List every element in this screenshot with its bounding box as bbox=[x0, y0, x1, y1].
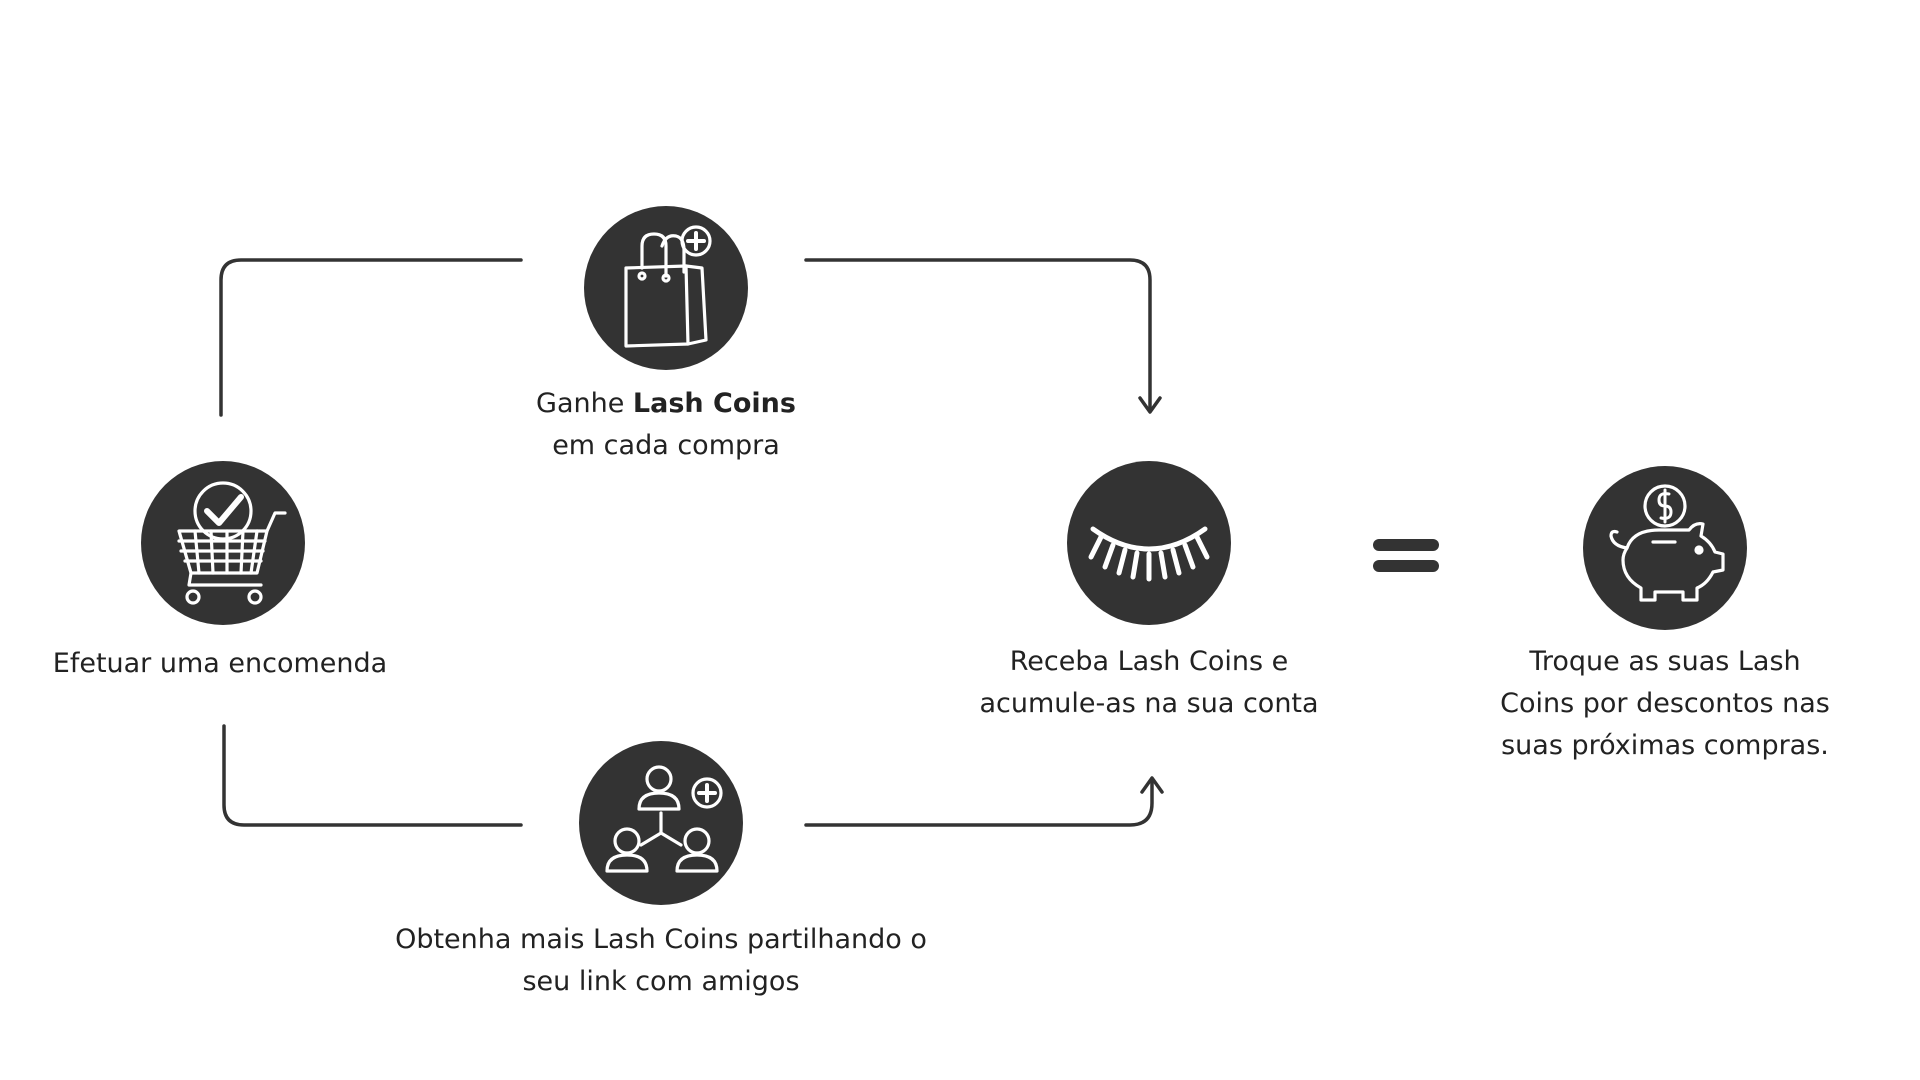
arrowhead-down bbox=[1138, 396, 1162, 414]
arrowhead-up bbox=[1140, 776, 1164, 794]
shopping-cart-check-icon bbox=[141, 461, 305, 625]
earn-label: Ganhe Lash Coins em cada compra bbox=[536, 388, 796, 461]
equals-icon bbox=[1373, 539, 1439, 572]
connector-order-to-earn bbox=[219, 258, 523, 417]
closed-eye-lashes-icon bbox=[1067, 461, 1231, 625]
redeem-label: Troque as suas Lash Coins por descontos … bbox=[1500, 646, 1830, 761]
order-label: Efetuar uma encomenda bbox=[52, 648, 388, 679]
receive-label: Receba Lash Coins e acumule-as na sua co… bbox=[979, 646, 1319, 719]
connector-earn-to-receive bbox=[804, 258, 1152, 412]
people-network-plus-icon bbox=[579, 741, 743, 905]
connector-order-to-share bbox=[222, 724, 523, 827]
piggy-bank-coin-icon bbox=[1583, 466, 1747, 630]
connector-share-to-receive bbox=[804, 778, 1154, 827]
share-label: Obtenha mais Lash Coins partilhando o se… bbox=[395, 924, 927, 997]
shopping-bag-plus-icon bbox=[584, 206, 748, 370]
